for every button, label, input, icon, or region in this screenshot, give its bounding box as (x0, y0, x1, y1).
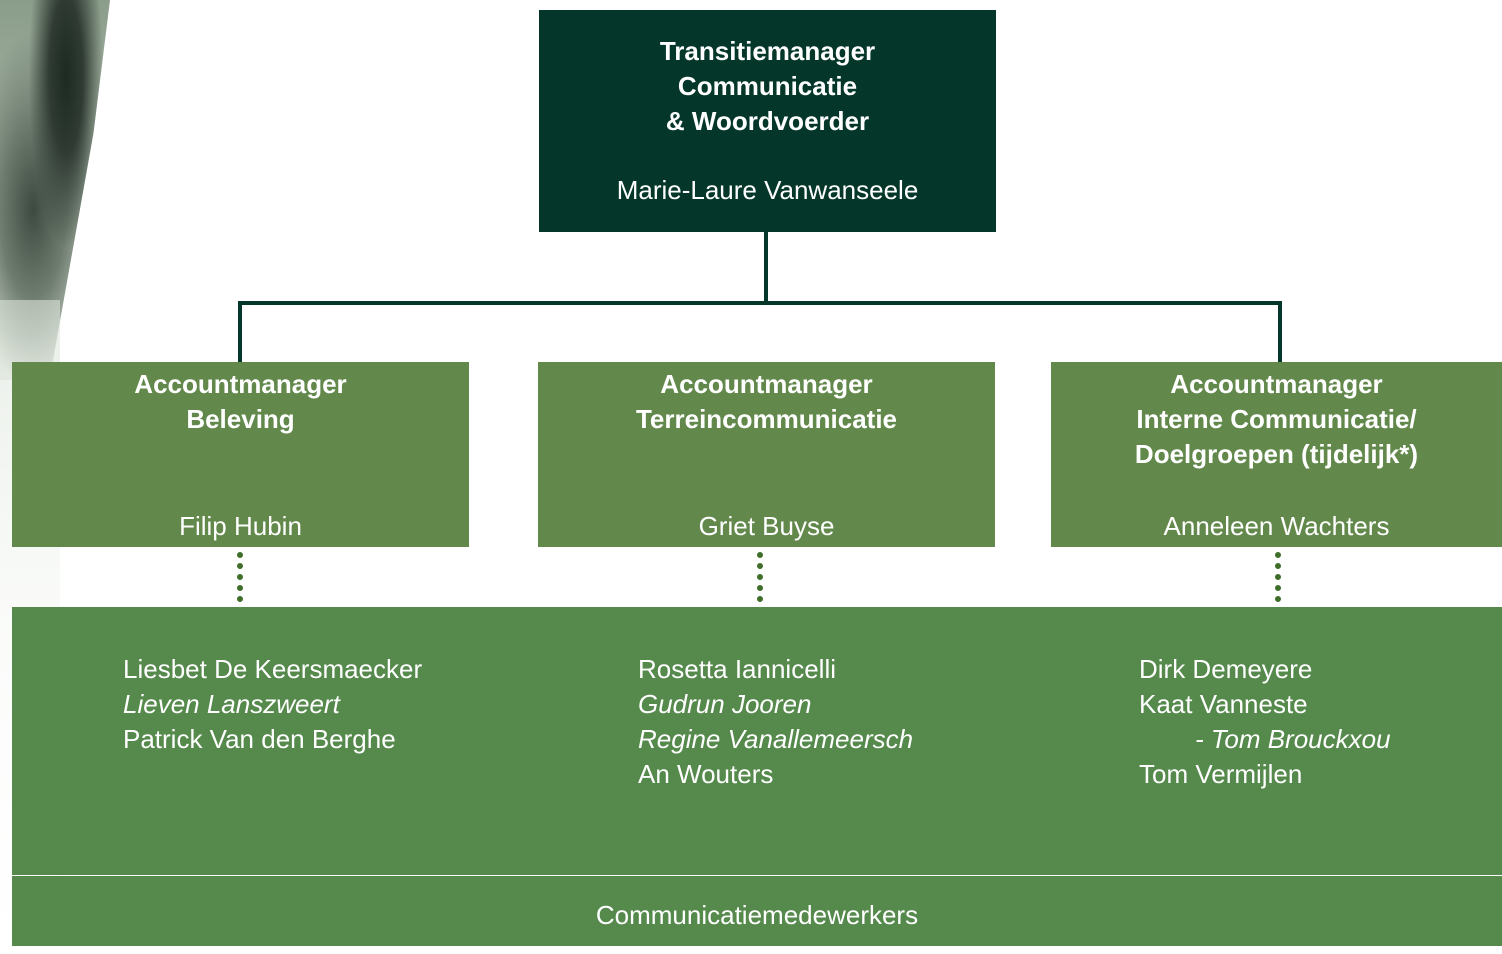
manager-title: Accountmanager Terreincommunicatie (635, 369, 898, 434)
team-member: Gudrun Jooren (638, 689, 812, 719)
team-member: Liesbet De Keersmaecker (123, 654, 423, 684)
team-footer-label: Communicatiemedewerkers (12, 876, 1502, 946)
team-member: An Wouters (638, 759, 774, 789)
manager-box-beleving: Accountmanager Beleving Filip Hubin (12, 362, 469, 547)
top-manager-box: Transitiemanager Communicatie & Woordvoe… (539, 10, 996, 232)
team-member: Regine Vanallemeersch (638, 724, 914, 754)
team-list-beleving: Liesbet De Keersmaecker Lieven Lanszweer… (123, 652, 422, 757)
team-member: Lieven Lanszweert (123, 689, 340, 719)
manager-name: Anneleen Wachters (1163, 511, 1390, 541)
manager-title: Accountmanager Interne Communicatie/ Doe… (1134, 369, 1419, 469)
team-member: Patrick Van den Berghe (123, 724, 396, 754)
dotted-connector-middle (757, 552, 763, 602)
team-member: Dirk Demeyere (1139, 654, 1313, 684)
team-area: Liesbet De Keersmaecker Lieven Lanszweer… (12, 607, 1502, 875)
manager-name: Griet Buyse (698, 511, 835, 541)
team-member: Tom Vermijlen (1139, 759, 1303, 789)
top-manager-name: Marie-Laure Vanwanseele (616, 175, 919, 205)
top-manager-title: Transitiemanager Communicatie & Woordvoe… (659, 36, 876, 136)
manager-box-terreincommunicatie: Accountmanager Terreincommunicatie Griet… (538, 362, 995, 547)
manager-box-interne-communicatie: Accountmanager Interne Communicatie/ Doe… (1051, 362, 1502, 547)
connector-drop-left (238, 301, 242, 362)
manager-name: Filip Hubin (179, 511, 302, 541)
team-list-terreincommunicatie: Rosetta Iannicelli Gudrun Jooren Regine … (638, 652, 913, 792)
connector-drop-right (1278, 301, 1282, 362)
connector-horizontal (238, 301, 1282, 305)
team-member: - Tom Brouckxou (1195, 724, 1391, 754)
team-list-interne-communicatie: Dirk Demeyere Kaat Vanneste - Tom Brouck… (1139, 652, 1391, 792)
dotted-connector-left (237, 552, 243, 602)
dotted-connector-right (1275, 552, 1281, 602)
team-member: Rosetta Iannicelli (638, 654, 836, 684)
team-member: Kaat Vanneste (1139, 689, 1308, 719)
connector-vertical-top (764, 232, 768, 304)
manager-title: Accountmanager Beleving (134, 369, 347, 434)
